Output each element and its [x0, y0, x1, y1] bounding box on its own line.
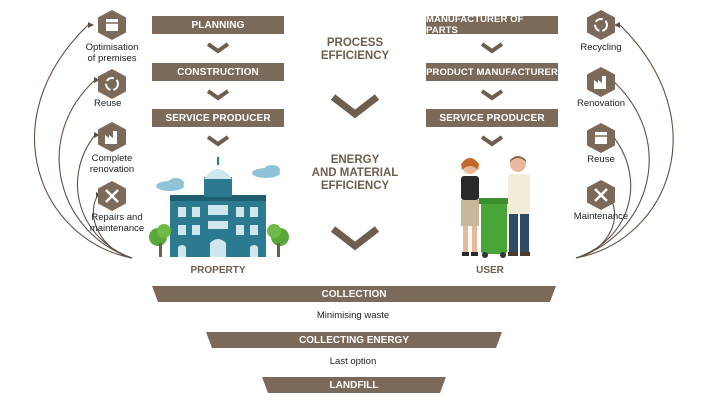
property-building-illustration — [149, 157, 289, 257]
product-manufacturer-bar: PRODUCT MANUFACTURER — [426, 63, 558, 81]
service-producer-left-bar: SERVICE PRODUCER — [152, 109, 284, 127]
chevron-down-icon — [206, 42, 230, 54]
user-people-illustration — [461, 156, 530, 258]
manufacturer-parts-bar: MANUFACTURER OF PARTS — [426, 14, 558, 36]
box-icon — [587, 123, 615, 153]
construction-bar: CONSTRUCTION — [152, 63, 284, 81]
large-chevron-down-icon — [330, 94, 380, 119]
recycle-icon — [98, 69, 126, 99]
tools-icon — [98, 181, 126, 211]
loop-label-renovation: Renovation — [576, 98, 626, 109]
large-chevron-down-icon — [330, 226, 380, 251]
chevron-down-icon — [206, 135, 230, 147]
factory-icon — [98, 122, 126, 152]
loop-label-recycling: Recycling — [580, 42, 622, 53]
minimising-waste-text: Minimising waste — [316, 310, 390, 321]
recycle-icon — [587, 10, 615, 40]
factory-icon — [587, 67, 615, 97]
box-icon — [98, 10, 126, 40]
loop-label-maintenance: Maintenance — [573, 211, 629, 222]
collecting-energy-bar: COLLECTING ENERGY — [298, 334, 409, 346]
last-option-text: Last option — [329, 356, 377, 367]
user-caption: USER — [476, 265, 504, 276]
energy-efficiency-title: ENERGY AND MATERIAL EFFICIENCY — [311, 154, 399, 192]
chevron-down-icon — [206, 89, 230, 101]
loop-label-reuse-right: Reuse — [587, 154, 615, 165]
collection-bar: COLLECTION — [321, 288, 387, 300]
process-efficiency-title: PROCESS EFFICIENCY — [320, 37, 390, 62]
loop-label-reuse-left: Reuse — [94, 98, 122, 109]
chevron-down-icon — [480, 42, 504, 54]
chevron-down-icon — [480, 89, 504, 101]
landfill-bar: LANDFILL — [329, 379, 379, 391]
service-producer-right-bar: SERVICE PRODUCER — [426, 109, 558, 127]
planning-bar: PLANNING — [152, 16, 284, 34]
tools-icon — [587, 180, 615, 210]
property-caption: PROPERTY — [190, 265, 246, 276]
chevron-down-icon — [480, 135, 504, 147]
